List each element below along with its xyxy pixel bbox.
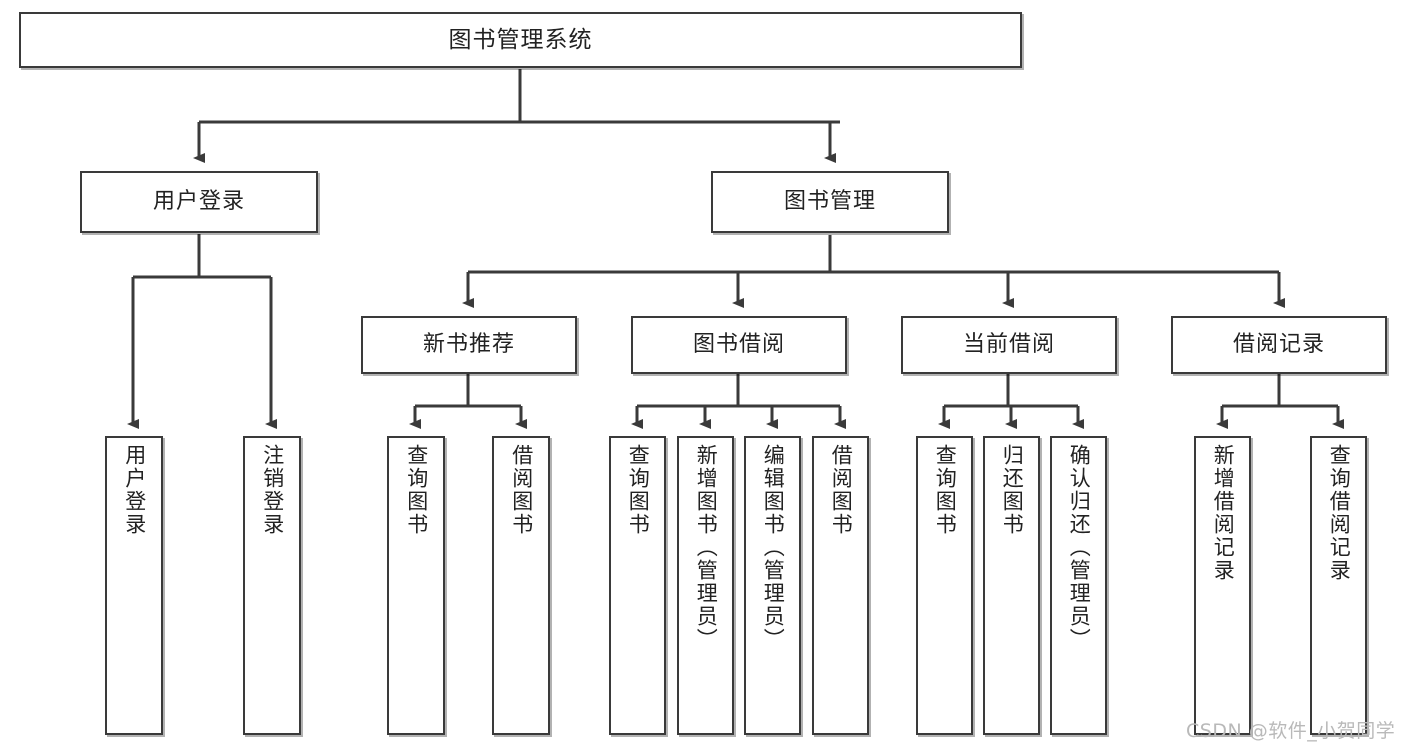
leaf-borrow-book[interactable]: 借阅图书	[812, 436, 869, 735]
leaf-confirm-return-admin[interactable]: 确认归还（管理员）	[1050, 436, 1107, 735]
leaf-add-borrow-record-label: 新增借阅记录	[1211, 444, 1236, 582]
leaf-confirm-return-admin-label: 确认归还（管理员）	[1067, 444, 1092, 651]
leaf-add-borrow-record[interactable]: 新增借阅记录	[1194, 436, 1251, 735]
leaf-user-login-label: 用户登录	[122, 444, 147, 536]
leaf-new-book-query-label: 查询图书	[404, 444, 429, 536]
node-current-borrow-label: 当前借阅	[962, 332, 1055, 358]
leaf-current-query-book-label: 查询图书	[933, 444, 958, 536]
csdn-watermark: CSDN @软件_小贺同学	[1186, 720, 1396, 742]
leaf-current-query-book[interactable]: 查询图书	[916, 436, 973, 735]
node-root-label: 图书管理系统	[448, 26, 593, 53]
leaf-borrow-book-label: 借阅图书	[829, 444, 854, 536]
leaf-query-borrow-record[interactable]: 查询借阅记录	[1310, 436, 1367, 735]
leaf-edit-book-admin[interactable]: 编辑图书（管理员）	[744, 436, 801, 735]
node-book-borrow-label: 图书借阅	[692, 332, 785, 358]
node-user-login[interactable]: 用户登录	[80, 171, 318, 233]
leaf-new-book-borrow[interactable]: 借阅图书	[492, 436, 550, 735]
leaf-user-login[interactable]: 用户登录	[105, 436, 163, 735]
leaf-add-book-admin[interactable]: 新增图书（管理员）	[677, 436, 734, 735]
leaf-borrow-query-book-label: 查询图书	[626, 444, 651, 536]
leaf-return-book[interactable]: 归还图书	[983, 436, 1040, 735]
node-book-management[interactable]: 图书管理	[711, 171, 949, 233]
node-new-book-recommend-label: 新书推荐	[422, 332, 515, 358]
leaf-new-book-query[interactable]: 查询图书	[387, 436, 445, 735]
leaf-logout-label: 注销登录	[260, 444, 285, 536]
leaf-new-book-borrow-label: 借阅图书	[509, 444, 534, 536]
leaf-edit-book-admin-label: 编辑图书（管理员）	[761, 444, 786, 651]
node-book-borrow[interactable]: 图书借阅	[631, 316, 847, 374]
node-new-book-recommend[interactable]: 新书推荐	[361, 316, 577, 374]
leaf-borrow-query-book[interactable]: 查询图书	[609, 436, 666, 735]
leaf-query-borrow-record-label: 查询借阅记录	[1327, 444, 1352, 582]
leaf-logout[interactable]: 注销登录	[243, 436, 301, 735]
node-root[interactable]: 图书管理系统	[19, 12, 1022, 68]
leaf-add-book-admin-label: 新增图书（管理员）	[694, 444, 719, 651]
node-current-borrow[interactable]: 当前借阅	[901, 316, 1117, 374]
node-book-management-label: 图书管理	[783, 189, 876, 215]
node-borrow-record-label: 借阅记录	[1232, 332, 1325, 358]
node-borrow-record[interactable]: 借阅记录	[1171, 316, 1387, 374]
node-user-login-label: 用户登录	[152, 189, 245, 215]
leaf-return-book-label: 归还图书	[1000, 444, 1025, 536]
